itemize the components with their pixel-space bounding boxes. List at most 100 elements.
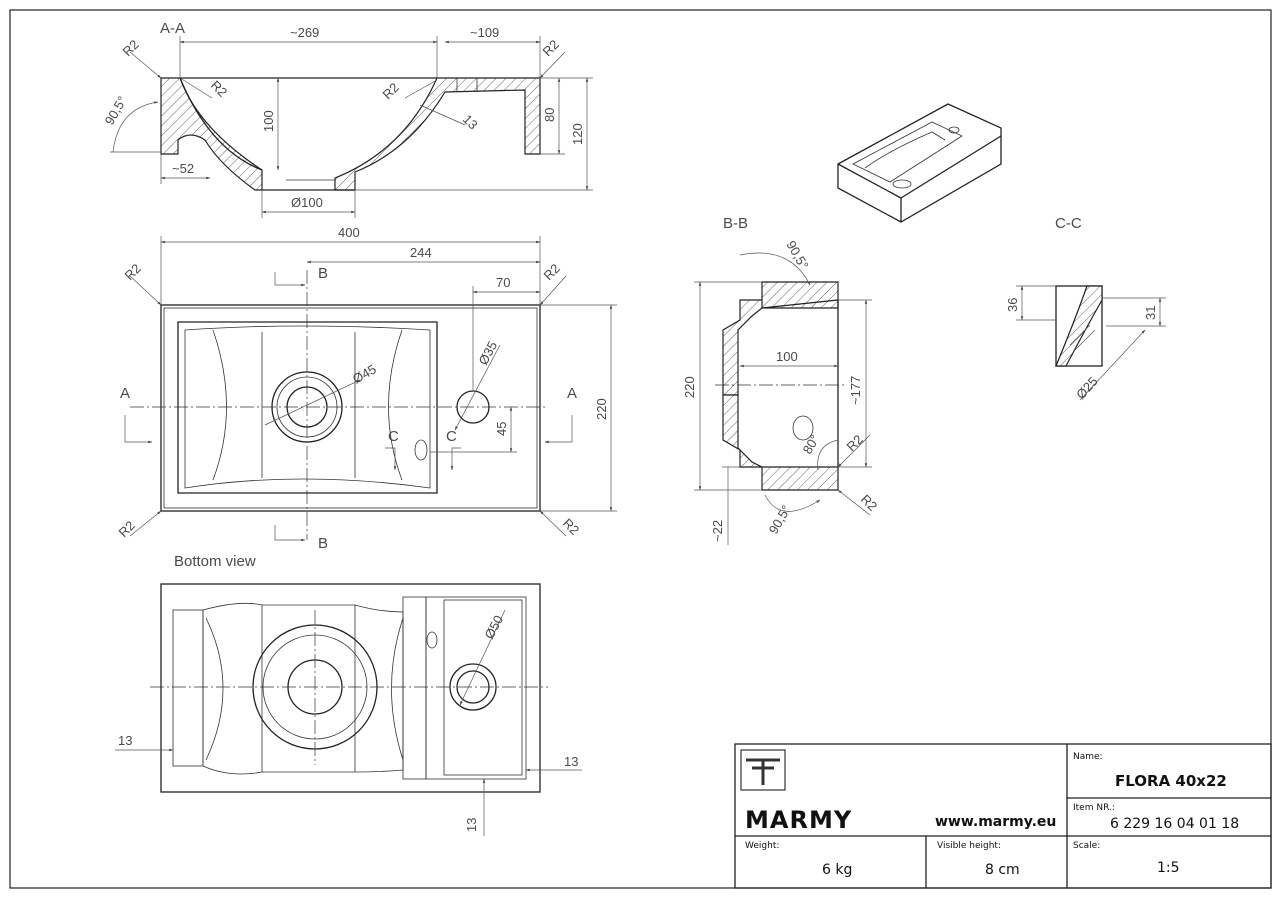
bb-dim-22: ~22 bbox=[710, 520, 725, 542]
bottom-overflow bbox=[426, 631, 438, 649]
bb-angle-top-arc bbox=[739, 252, 811, 286]
bottom-curve-l bbox=[205, 617, 224, 761]
bottom-tap-inner bbox=[443, 599, 523, 776]
iso-tap-hole bbox=[948, 126, 960, 134]
visible-height-label: Visible height: bbox=[937, 841, 1001, 851]
iso-front-edge bbox=[837, 163, 902, 199]
bottom-right-block bbox=[402, 596, 427, 780]
mark-a-right: A bbox=[567, 385, 577, 402]
bottom-curve-r bbox=[391, 617, 404, 761]
mark-c-right-arrow bbox=[450, 447, 461, 471]
section-cc: C-C 36 31 Ø25 bbox=[1005, 215, 1166, 402]
aa-angle-arc bbox=[112, 101, 159, 153]
top-r2-br: R2 bbox=[560, 516, 582, 538]
item-label: Item NR.: bbox=[1073, 803, 1115, 813]
title-block-frame bbox=[734, 743, 1272, 889]
aa-dim-80: 80 bbox=[542, 108, 557, 122]
aa-r2-left: R2 bbox=[120, 37, 142, 59]
top-dia35: Ø35 bbox=[475, 339, 500, 368]
dia45-leader bbox=[264, 379, 361, 426]
iso-right-edge bbox=[900, 135, 1002, 199]
marmy-logo-icon bbox=[740, 749, 786, 791]
section-bb-label: B-B bbox=[723, 215, 748, 232]
bottom-left-foot bbox=[172, 609, 204, 767]
mark-a-left-arrow bbox=[124, 415, 153, 444]
top-r2-br-leader bbox=[539, 510, 567, 537]
top-dim-244: 244 bbox=[410, 245, 432, 260]
visible-height-value: 8 cm bbox=[985, 862, 1020, 878]
dia35-leader bbox=[454, 344, 501, 431]
name-value: FLORA 40x22 bbox=[1115, 772, 1227, 790]
section-aa-label: A-A bbox=[160, 20, 185, 37]
bottom-13-left: 13 bbox=[118, 733, 132, 748]
top-r2-bl: R2 bbox=[116, 518, 138, 540]
iso-drain bbox=[892, 179, 912, 189]
top-outer-rect bbox=[160, 304, 541, 512]
iso-bowl bbox=[852, 121, 963, 183]
aa-angle: 90,5° bbox=[102, 94, 130, 128]
bb-angle80-arc bbox=[817, 439, 839, 471]
top-r2-bl-leader bbox=[129, 510, 162, 537]
aa-dim-dia100: Ø100 bbox=[291, 195, 323, 210]
item-value: 6 229 16 04 01 18 bbox=[1110, 816, 1239, 832]
cc-dim-31: 31 bbox=[1143, 306, 1158, 320]
bb-overflow bbox=[792, 415, 814, 441]
aa-leader bbox=[179, 77, 213, 99]
cc-outline bbox=[1055, 285, 1103, 367]
bb-angle-top: 90,5° bbox=[783, 238, 811, 272]
aa-dim-109: ~109 bbox=[470, 25, 499, 40]
weight-label: Weight: bbox=[745, 841, 779, 851]
overflow-hole bbox=[414, 439, 428, 461]
aa-r2-right: R2 bbox=[540, 37, 562, 59]
top-bowl-curve-l bbox=[212, 329, 227, 481]
bb-dim-220: 220 bbox=[682, 376, 697, 398]
cc-tick bbox=[1069, 324, 1091, 346]
scale-value: 1:5 bbox=[1157, 860, 1180, 876]
aa-leader bbox=[419, 104, 466, 126]
bottom-tap-area bbox=[425, 596, 527, 780]
aa-bowl-curve-left bbox=[179, 77, 263, 171]
aa-right-wall bbox=[334, 77, 541, 191]
aa-r2-right-leader bbox=[539, 51, 566, 79]
top-inner-rect bbox=[163, 307, 538, 509]
bb-r2-b-leader bbox=[837, 489, 871, 516]
section-aa: A-A ~269 ~109 R2 R2 R2 R2 13 90,5° 100 bbox=[102, 20, 593, 218]
iso-outline bbox=[837, 103, 1002, 223]
bb-inner bbox=[761, 299, 839, 467]
top-r2-tr-leader bbox=[539, 275, 567, 306]
iso-bowl-inner bbox=[864, 131, 946, 169]
aa-dim-100v: 100 bbox=[261, 110, 276, 132]
isometric-view bbox=[837, 103, 1002, 223]
mark-c-right: C bbox=[446, 428, 457, 445]
scale-label: Scale: bbox=[1073, 841, 1100, 851]
section-cc-label: C-C bbox=[1055, 215, 1082, 232]
mark-c-left-arrow bbox=[385, 447, 397, 471]
aa-r2-left-leader bbox=[129, 51, 162, 79]
bb-dim-100: 100 bbox=[776, 349, 798, 364]
bb-angle-bottom: 90,5° bbox=[766, 503, 794, 537]
top-dim-70: 70 bbox=[496, 275, 510, 290]
bottom-dia50: Ø50 bbox=[481, 613, 506, 642]
bb-angle80: 80° bbox=[800, 432, 823, 457]
section-bb: B-B 100 220 ~177 ~22 90,5° 90,5° 80° R2 … bbox=[682, 215, 880, 545]
cc-dim-36: 36 bbox=[1005, 298, 1020, 312]
bb-dim-177: ~177 bbox=[848, 376, 863, 405]
mark-b-top-arrow bbox=[274, 272, 306, 287]
brand-name: MARMY bbox=[745, 806, 852, 834]
website: www.marmy.eu bbox=[935, 814, 1056, 830]
top-bowl-inner bbox=[184, 325, 431, 489]
top-r2-tl-leader bbox=[129, 275, 162, 306]
bb-angle-bottom-arc bbox=[764, 494, 821, 512]
bb-upper-wall bbox=[722, 281, 839, 396]
mark-a-right-arrow bbox=[544, 415, 573, 444]
aa-dim-120: 120 bbox=[570, 123, 585, 145]
title-block: MARMY www.marmy.eu Name: FLORA 40x22 Ite… bbox=[734, 743, 1272, 889]
top-dim-220: 220 bbox=[594, 398, 609, 420]
bb-r2-b: R2 bbox=[858, 492, 880, 514]
bb-r2-a: R2 bbox=[844, 432, 866, 454]
top-bowl-rim bbox=[177, 321, 438, 494]
aa-r2-inner-right: R2 bbox=[380, 80, 402, 102]
cc-hatch bbox=[1055, 285, 1103, 367]
